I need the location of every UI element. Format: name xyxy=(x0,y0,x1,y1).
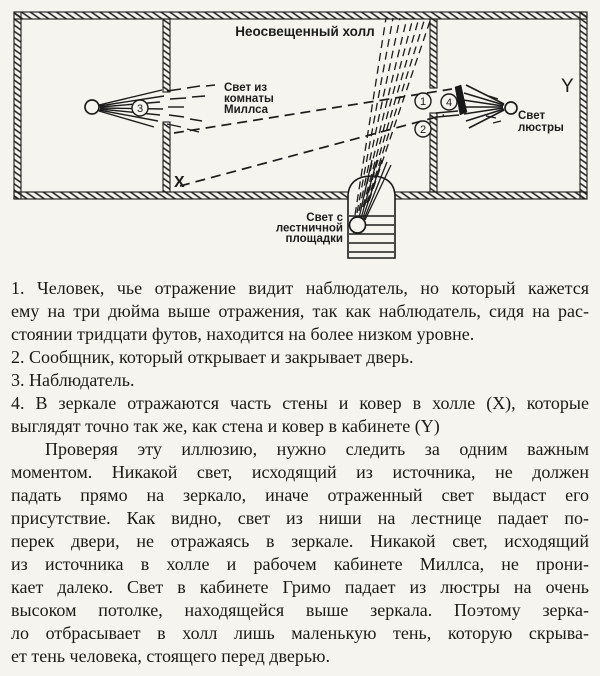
text-line: 1. Человек, чье отражение видит наблюдат… xyxy=(11,278,589,298)
floor-plan-diagram: 3 1 2 4 Неосвещенный холл Свет из комнат… xyxy=(13,11,588,259)
marker-4-label: 4 xyxy=(446,97,452,109)
chandelier-label-line1: Свет xyxy=(518,110,545,122)
markers: 3 1 2 4 xyxy=(131,92,458,138)
caption-text: 1. Человек, чье отражение видит наблюдат… xyxy=(11,277,589,668)
mills-light-bulb xyxy=(84,99,100,115)
mills-label-line2: комнаты xyxy=(224,93,274,105)
mills-label-line1: Свет из xyxy=(224,82,267,94)
stairs-light-rays xyxy=(354,17,432,228)
stairs-label-line1: Свет с xyxy=(306,212,343,224)
marker-4: 4 xyxy=(440,93,458,111)
mirror xyxy=(435,84,468,118)
text-line: 4. В зеркале отражаются часть стены и ко… xyxy=(11,393,589,413)
text-line: падать прямо на зеркало, иначе отраженны… xyxy=(11,485,589,505)
text-line: Проверяя эту иллюзию, нужно следить за о… xyxy=(45,439,589,459)
open-door xyxy=(435,110,460,118)
mills-light xyxy=(84,84,216,133)
hall-label: Неосвещенный холл xyxy=(235,24,374,39)
text-line: ему на три дюйма выше отражения, так как… xyxy=(11,301,589,321)
marker-3: 3 xyxy=(131,99,149,117)
text-line: кает далеко. Свет в кабинете Гримо падае… xyxy=(11,577,589,597)
chandelier-bulb xyxy=(504,101,518,115)
inner-walls xyxy=(162,18,438,193)
marker-3-label: 3 xyxy=(137,103,143,115)
marker-1-label: 1 xyxy=(420,96,426,108)
text-line: моментом. Никакой свет, исходящий из ист… xyxy=(11,462,589,482)
stairs-label-line3: площадки xyxy=(286,233,344,245)
text-line: высоком потолке, находящейся выше зеркал… xyxy=(11,600,589,620)
marker-1: 1 xyxy=(414,92,432,110)
stairs-light-bulb xyxy=(348,216,367,234)
mills-label-line3: Миллса xyxy=(224,104,269,116)
mark-x: X xyxy=(174,174,185,191)
sight-lines xyxy=(173,88,453,187)
mark-y: Y xyxy=(561,76,574,97)
text-line: 3. Наблюдатель. xyxy=(11,370,135,390)
chandelier-label-line2: люстры xyxy=(518,122,564,134)
marker-2: 2 xyxy=(414,120,432,138)
text-line: присутствие. Как видно, свет из ниши на … xyxy=(11,508,589,528)
text-line: 2. Сообщник, который открывает и закрыва… xyxy=(11,347,414,367)
outer-walls xyxy=(13,11,588,200)
text-line: ет тень человека, стоящего перед дверью. xyxy=(11,646,330,666)
mills-light-dashes xyxy=(166,84,216,133)
text-line: ло отбрасывает в холл лишь маленькую тен… xyxy=(11,623,589,643)
text-line: выглядят точно так же, как стена и ковер… xyxy=(11,416,440,436)
marker-2-label: 2 xyxy=(420,124,426,136)
text-line: перек двери, не отражаясь в зеркале. Ник… xyxy=(11,531,589,551)
text-line: из источника в холле и рабочем кабинете … xyxy=(11,554,589,574)
stairs-label-line2: лестничной xyxy=(276,223,343,235)
stair-treads xyxy=(349,215,394,253)
text-line: стоянии тридцати футов, находится на бол… xyxy=(11,324,475,344)
chandelier-light xyxy=(462,84,518,129)
